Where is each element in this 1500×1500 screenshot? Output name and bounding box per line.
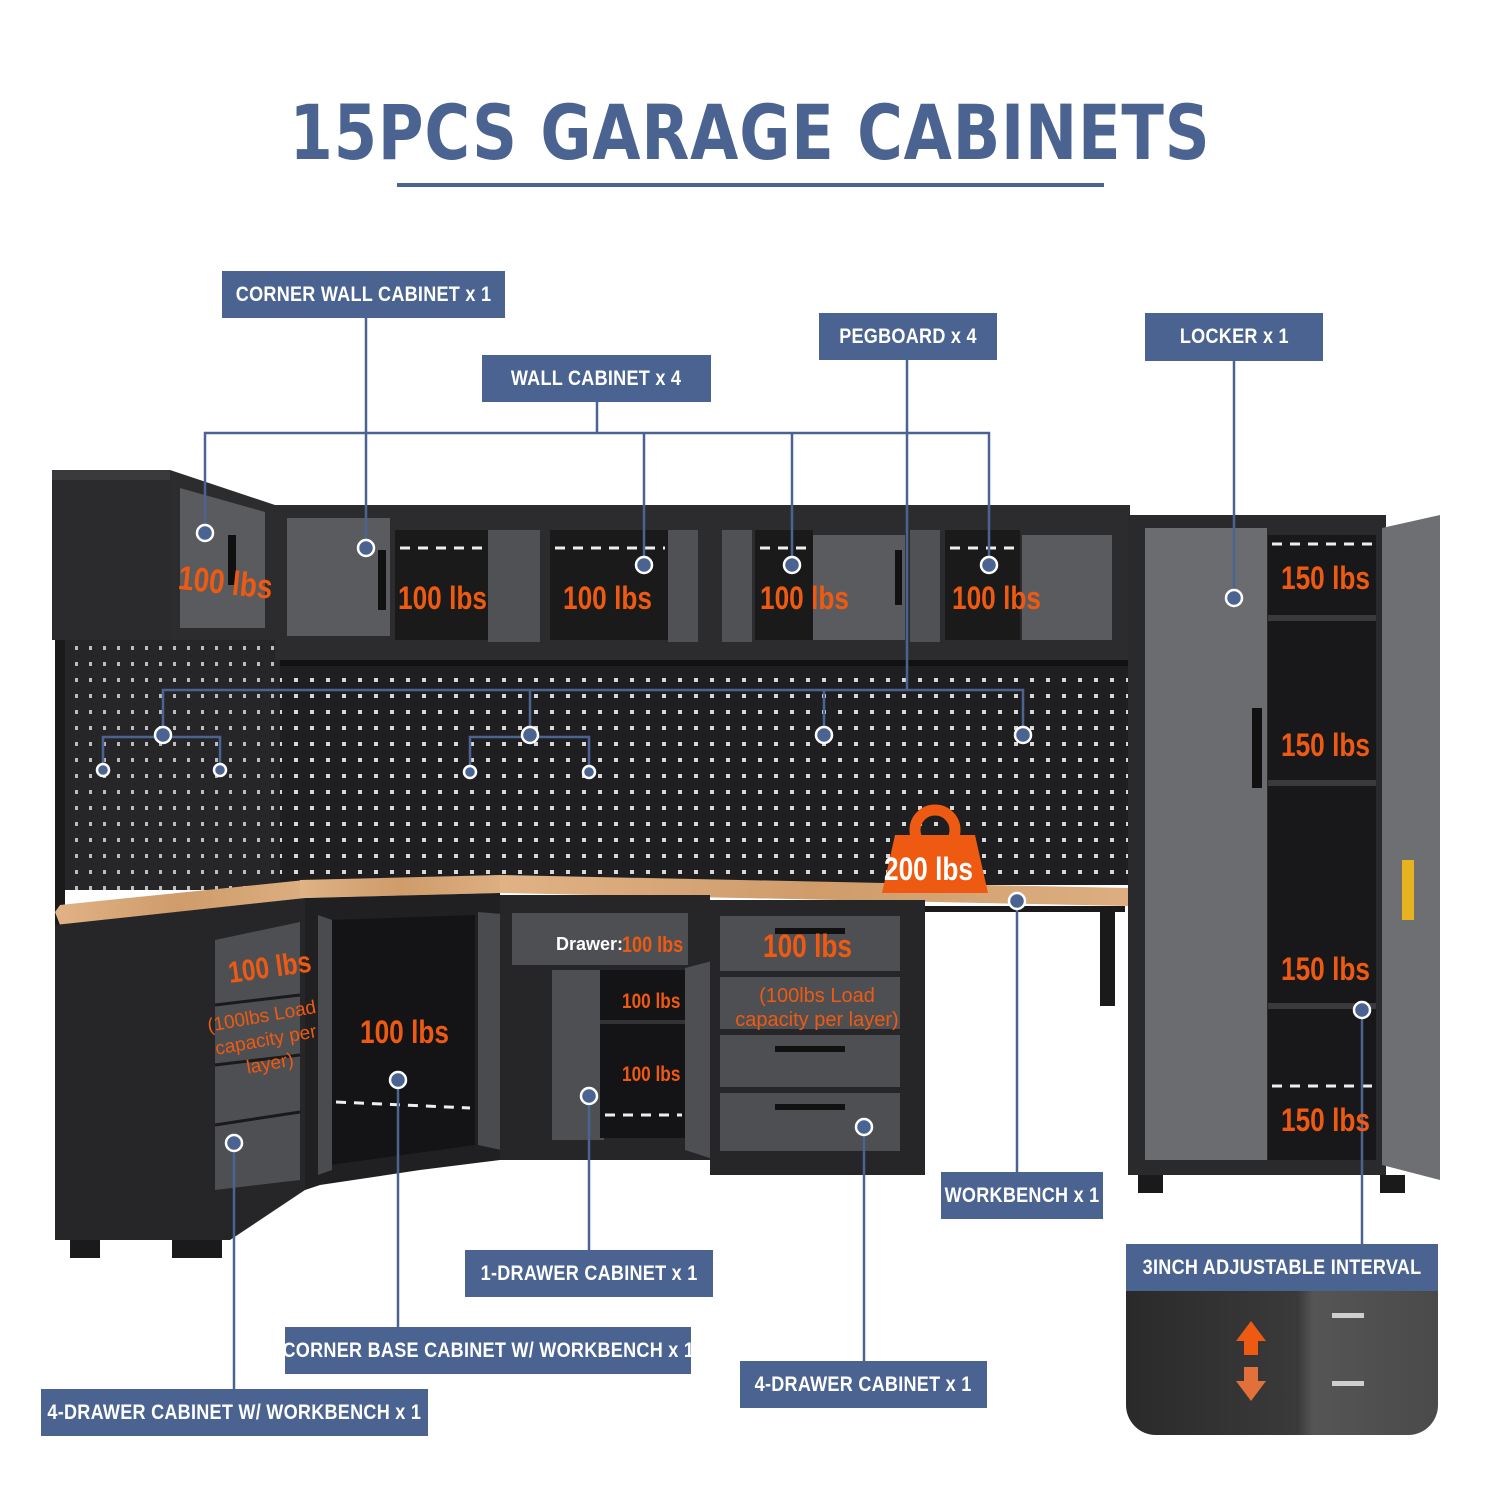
label-workbench: WORKBENCH x 1: [941, 1172, 1103, 1219]
weight-wall-3: 100 lbs: [760, 580, 849, 616]
dot-corner-base: [388, 1070, 408, 1090]
dot-peg-3: [814, 725, 834, 745]
dot-wall-4: [979, 555, 999, 575]
label-wall-cabinet: WALL CABINET x 4: [482, 355, 711, 402]
dot-peg-4: [1013, 725, 1033, 745]
dot-wall-3: [782, 555, 802, 575]
label-one-drawer-cabinet: 1-DRAWER CABINET x 1: [465, 1250, 713, 1297]
dot-one-drawer: [579, 1086, 599, 1106]
dot-shelf: [1352, 1000, 1372, 1020]
weight-locker-3: 150 lbs: [1281, 951, 1370, 987]
weight-icon: [882, 835, 988, 893]
weight-wall-4: 100 lbs: [952, 580, 1041, 616]
dot-peg-2: [520, 725, 540, 745]
worktop-right: [500, 875, 1128, 906]
label-four-drawer-cabinet: 4-DRAWER CABINET x 1: [740, 1361, 987, 1408]
label-pegboard: PEGBOARD x 4: [819, 313, 997, 360]
weight-four-drawer: 100 lbs: [763, 928, 852, 964]
label-adjustable-interval: 3INCH ADJUSTABLE INTERVAL: [1126, 1244, 1438, 1291]
weight-corner-base: 100 lbs: [360, 1014, 449, 1050]
dot-peg-1: [153, 725, 173, 745]
label-locker: LOCKER x 1: [1145, 313, 1323, 361]
dot-left-drawer: [224, 1133, 244, 1153]
weight-locker-1: 150 lbs: [1281, 560, 1370, 596]
title-underline: [397, 183, 1104, 187]
weight-drawer: 100 lbs: [622, 932, 684, 957]
page-title: 15PCS GARAGE CABINETS: [289, 88, 1211, 177]
weight-one-drawer-shelf-2: 100 lbs: [622, 1063, 681, 1086]
dot-wall-1: [356, 538, 376, 558]
worktop-left: [55, 880, 305, 925]
weight-wall-2: 100 lbs: [563, 580, 652, 616]
weight-wall-1: 100 lbs: [398, 580, 487, 616]
dot-wall-2: [634, 555, 654, 575]
dot-locker: [1224, 588, 1244, 608]
weight-locker-4: 150 lbs: [1281, 1102, 1370, 1138]
dot-workbench: [1007, 891, 1027, 911]
label-four-drawer-workbench: 4-DRAWER CABINET W/ WORKBENCH x 1: [41, 1389, 428, 1436]
note-four-drawer: (100lbs Load capacity per layer): [735, 985, 899, 1031]
label-corner-wall-cabinet: CORNER WALL CABINET x 1: [222, 271, 505, 318]
label-corner-base-cabinet: CORNER BASE CABINET W/ WORKBENCH x 1: [282, 1327, 694, 1374]
dot-corner-wall: [195, 523, 215, 543]
corner-side-panel: [52, 470, 170, 640]
locker-door: [1382, 515, 1440, 1180]
pegboard-panels: [280, 660, 1128, 885]
drawer-prefix: Drawer:: [556, 934, 624, 954]
adjustable-interval-inset: [1126, 1291, 1438, 1435]
dot-four-drawer: [854, 1117, 874, 1137]
weight-workbench: 200 lbs: [884, 851, 973, 887]
weight-locker-2: 150 lbs: [1281, 727, 1370, 763]
weight-one-drawer-shelf-1: 100 lbs: [622, 990, 681, 1013]
